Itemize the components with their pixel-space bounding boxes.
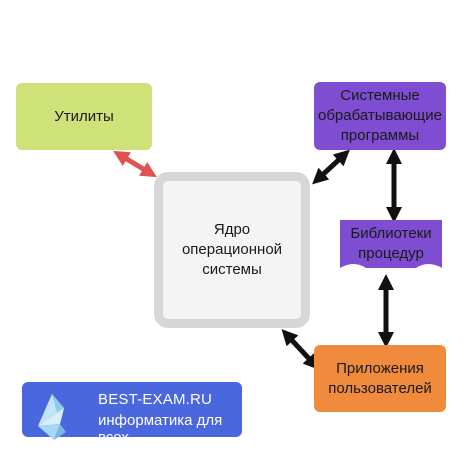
kernel-box: Ядро операционной системы — [154, 172, 310, 328]
kernel-apps-arrow — [281, 329, 320, 370]
utilities-kernel-arrow — [113, 150, 157, 178]
libraries-label: Библиотеки процедур — [350, 225, 432, 262]
banner-shape — [340, 220, 442, 268]
system-kernel-arrow — [312, 149, 350, 185]
libraries-box: Библиотеки процедур — [340, 220, 442, 268]
kernel-label: Ядро операционной системы — [181, 221, 283, 278]
user-apps-label: Приложения пользователей — [328, 359, 432, 397]
site-tagline: информатика для всех — [98, 412, 223, 446]
system-programs-label: Системные обрабатывающие программы — [318, 87, 442, 144]
utilities-label: Утилиты — [54, 107, 114, 125]
site-badge[interactable]: BEST-EXAM.RU информатика для всех — [22, 382, 242, 446]
system-programs-box: Системные обрабатывающие программы — [314, 82, 446, 150]
utilities-box: Утилиты — [16, 83, 152, 150]
user-apps-box: Приложения пользователей — [314, 345, 446, 412]
crystal-logo-icon — [38, 394, 66, 440]
site-name: BEST-EXAM.RU — [98, 391, 213, 408]
